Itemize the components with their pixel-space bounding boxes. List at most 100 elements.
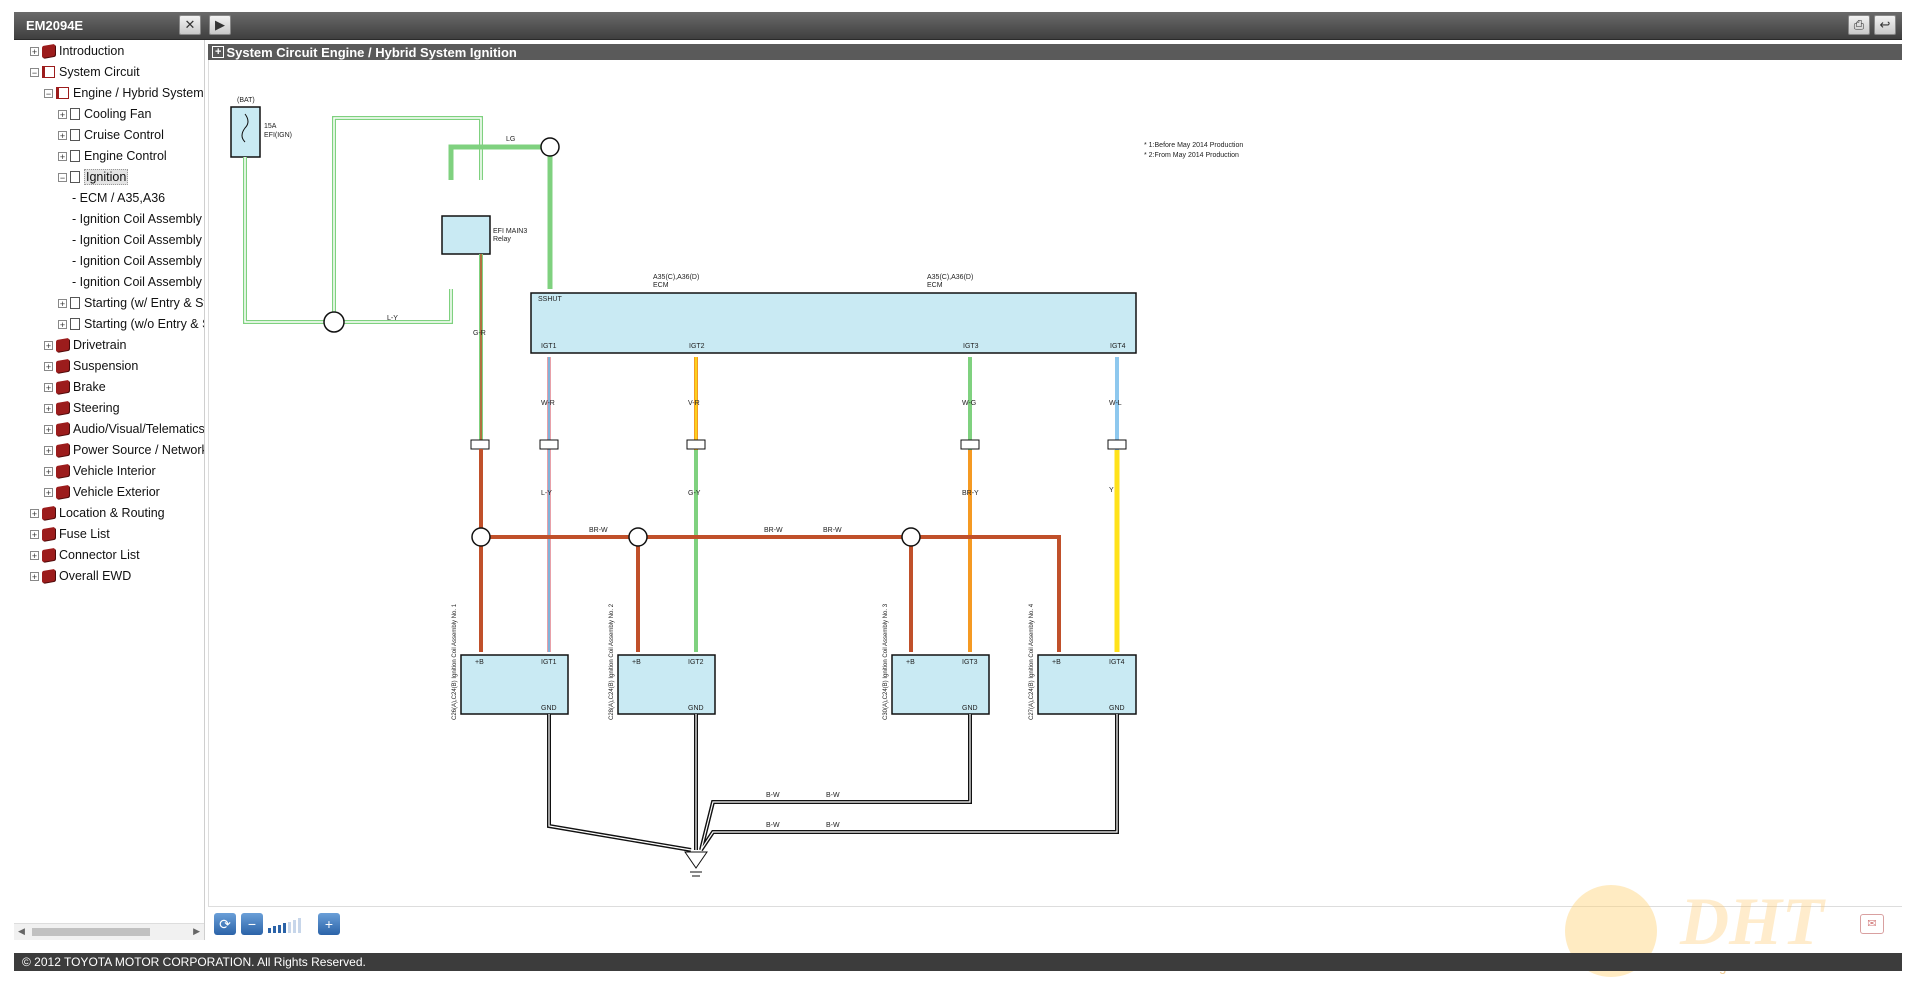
expand-icon[interactable]: + [58,109,67,120]
scroll-right-icon[interactable]: ▶ [193,926,200,936]
tree-item[interactable]: + Suspension [44,356,138,376]
zoom-in-icon[interactable]: + [318,913,340,935]
collapse-icon[interactable]: − [44,88,53,99]
zoom-level-segment[interactable] [273,926,276,933]
tree-item[interactable]: +Brake [44,377,106,397]
tree-item[interactable]: +Engine Control [58,146,167,166]
book-icon [56,484,69,500]
tree-item[interactable]: + Vehicle Exterior [44,482,160,502]
play-icon[interactable]: ▶ [209,15,231,35]
print-icon[interactable]: ⎙ [1848,15,1870,35]
comment-icon[interactable]: ✉ [1860,914,1884,934]
zoom-level-segment[interactable] [288,921,291,933]
tree-item-label: - Ignition Coil Assembly No. 3 [72,254,204,268]
expand-icon[interactable]: + [44,340,53,351]
wire-bw-label: B-W [766,792,780,799]
tree-item[interactable]: +Overall EWD [30,566,131,586]
ecm-igt1: IGT1 [541,343,557,350]
wire-bw-label: B-W [826,822,840,829]
wire-gr-label: G-R [473,330,486,337]
tree-item-label: - Ignition Coil Assembly No. 1 [72,212,204,226]
zoom-out-icon[interactable]: − [241,913,263,935]
tree-item[interactable]: +Cooling Fan [58,104,151,124]
tree-item[interactable]: - Ignition Coil Assembly No. 4 [72,272,204,292]
tree-item[interactable]: −Engine / Hybrid System [44,83,204,103]
wire-bry-label: BR-Y [962,490,979,497]
ecm-ref-2: A35(C),A36(D) [927,274,973,281]
diagram-canvas[interactable]: (BAT) 15A EFI(IGN) LG L-Y EFI MAIN3 Rela… [208,60,1903,906]
tree-item[interactable]: − System Circuit [30,62,140,82]
coil1-label: C26(A),C24(B) Ignition Coil Assembly No.… [452,603,458,720]
zoom-level-segment[interactable] [283,923,286,933]
close-icon[interactable]: ✕ [179,15,201,35]
zoom-level-segment[interactable] [268,928,271,933]
expand-icon[interactable]: + [58,151,67,162]
book-icon [42,526,55,542]
tree-item[interactable]: −Ignition [58,167,129,187]
collapse-icon[interactable]: − [58,172,67,183]
wire-bw-label: B-W [826,792,840,799]
tree-item-label: Suspension [73,359,139,373]
expand-icon[interactable]: + [58,319,67,330]
collapse-icon[interactable]: − [30,67,39,78]
zoom-level-segment[interactable] [278,924,281,933]
sidebar-horizontal-scrollbar[interactable]: ◀ ▶ [14,923,204,940]
refresh-icon[interactable]: ⟳ [214,913,236,935]
expand-icon[interactable]: + [30,46,39,57]
tree-item[interactable]: +Cruise Control [58,125,164,145]
expand-icon[interactable]: + [44,361,53,372]
expand-icon[interactable]: + [30,550,39,561]
tree-item[interactable]: - ECM / A35,A36 [72,188,165,208]
fuse-amp: 15A [264,123,277,130]
tree-item[interactable]: - Ignition Coil Assembly No. 2 [72,230,204,250]
tree-item[interactable]: +Introduction [30,41,124,61]
book-icon [56,463,69,479]
connector-ac1 [470,439,490,450]
expand-toggle[interactable]: + [212,46,225,58]
return-icon[interactable]: ↩ [1874,15,1896,35]
zoom-level-segment[interactable] [293,920,296,933]
expand-icon[interactable]: + [44,487,53,498]
tree-item-label: Vehicle Exterior [73,485,160,499]
wire-bw-label: B-W [766,822,780,829]
expand-icon[interactable]: + [44,466,53,477]
tree-item[interactable]: +Starting (w/ Entry & Start) [58,293,204,313]
expand-icon[interactable]: + [30,571,39,582]
tree-item-label: System Circuit [59,65,140,79]
wiring-diagram: (BAT) 15A EFI(IGN) LG L-Y EFI MAIN3 Rela… [230,97,1243,877]
zoom-level-indicator[interactable] [268,917,301,933]
scrollbar-thumb[interactable] [32,928,150,936]
expand-icon[interactable]: + [58,298,67,309]
tree-item-label: Fuse List [59,527,110,541]
splice-point [540,137,560,157]
tree-item[interactable]: +Power Source / Network [44,440,204,460]
expand-icon[interactable]: + [44,382,53,393]
expand-icon[interactable]: + [30,529,39,540]
tree-item[interactable]: +Audio/Visual/Telematics [44,419,204,439]
book-icon [56,379,69,395]
expand-icon[interactable]: + [44,424,53,435]
wire-wr-label: W-R [541,400,555,407]
tree-item[interactable]: +Starting (w/o Entry & Start) [58,314,204,334]
tree-item[interactable]: +Location & Routing [30,503,165,523]
expand-icon[interactable]: + [30,508,39,519]
zoom-level-segment[interactable] [298,918,301,933]
tree-item[interactable]: +Vehicle Interior [44,461,156,481]
expand-icon[interactable]: + [44,403,53,414]
watermark-brand: DHT [1680,883,1824,959]
wire-bw-ground [547,714,1119,852]
copyright-footer: © 2012 TOYOTA MOTOR CORPORATION. All Rig… [14,953,1902,971]
tree-item[interactable]: - Ignition Coil Assembly No. 1 [72,209,204,229]
book-icon [42,505,55,521]
expand-icon[interactable]: + [44,445,53,456]
tree-item[interactable]: +Steering [44,398,120,418]
wire-brw-label: BR-W [823,527,842,534]
scroll-left-icon[interactable]: ◀ [18,926,25,936]
tree-item[interactable]: +Drivetrain [44,335,127,355]
coil2-b: +B [632,659,641,666]
tree-item-label: Connector List [59,548,140,562]
tree-item[interactable]: + Fuse List [30,524,110,544]
tree-item[interactable]: - Ignition Coil Assembly No. 3 [72,251,204,271]
tree-item[interactable]: + Connector List [30,545,140,565]
expand-icon[interactable]: + [58,130,67,141]
